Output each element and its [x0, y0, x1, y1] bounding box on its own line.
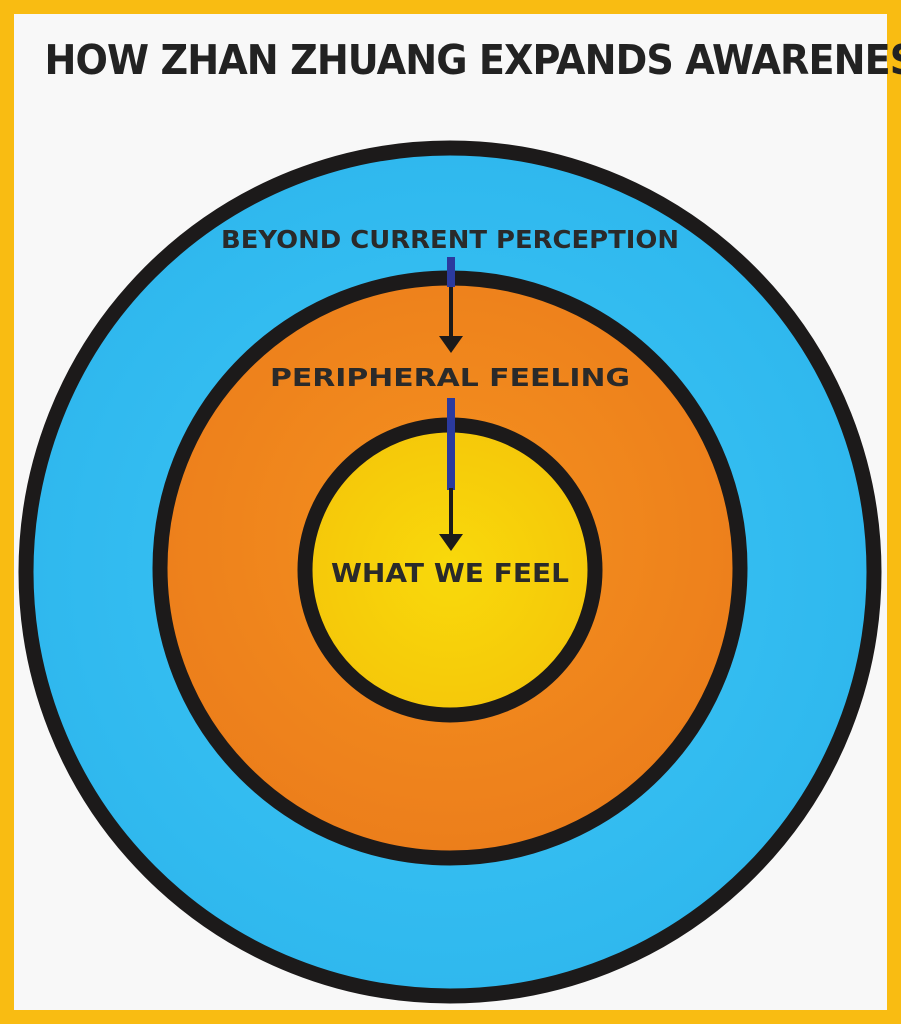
diagram-title: HOW ZHAN ZHUANG EXPANDS AWARENESS — [44, 36, 901, 84]
arrow-middle-to-inner — [439, 398, 463, 551]
inner-circle-label: WHAT WE FEEL — [331, 559, 569, 589]
middle-ring-label: PERIPHERAL FEELING — [270, 363, 630, 392]
arrow-outer-to-middle — [439, 257, 463, 353]
outer-ring-label: BEYOND CURRENT PERCEPTION — [221, 225, 679, 254]
